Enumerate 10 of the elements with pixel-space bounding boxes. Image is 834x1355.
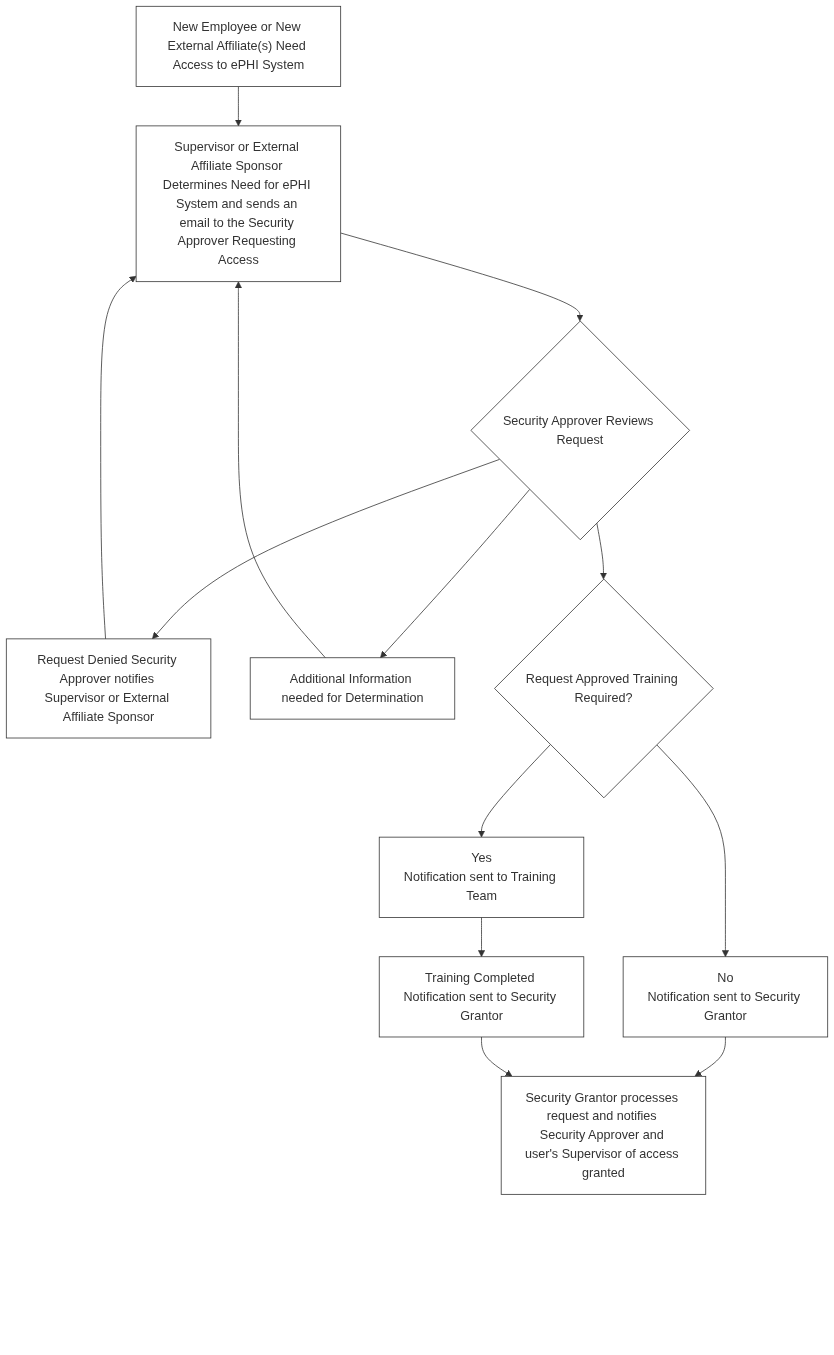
node-box: No Notification sent to Security Grantor	[622, 956, 829, 1038]
node-box: Additional Information needed for Determination	[249, 657, 456, 720]
node-box: Yes Notification sent to Training Team	[378, 836, 585, 918]
node-box: New Employee or New External Affiliate(s) Need Access to ePHI System	[135, 5, 342, 87]
node-diamond: Security Approver Reviews Request	[470, 320, 690, 541]
node-box: Request Denied Security Approver notifies Supervisor or External Affiliate Sponsor	[5, 638, 212, 739]
node-diamond: Request Approved Training Required?	[494, 578, 714, 799]
node-box: Supervisor or External Affiliate Sponsor Determines Need for ePHI System and sends an email to the Security Approver Requesting Access	[135, 125, 342, 283]
node-box: Security Grantor processes request and notifies Security Approver and user's Supervisor of access granted	[500, 1075, 707, 1195]
node-box: Training Completed Notification sent to Security Grantor	[378, 956, 585, 1038]
